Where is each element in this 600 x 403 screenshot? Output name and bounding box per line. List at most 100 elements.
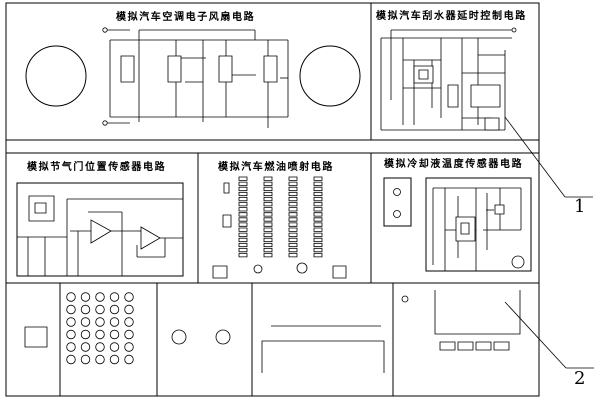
injector-terminal (289, 203, 297, 206)
coolant-temp-circuit-section: 模拟冷却液温度传感器电路 (384, 157, 531, 271)
terminal-socket (96, 293, 105, 302)
injector-terminal (314, 213, 322, 216)
terminal-socket (67, 293, 76, 302)
injector-terminal (239, 182, 247, 185)
terminal-socket (96, 318, 105, 327)
injector-terminal (289, 177, 297, 180)
terminal-socket (110, 318, 119, 327)
injector-terminal (264, 203, 272, 206)
injector-terminal (264, 223, 272, 226)
bottom-right-connector-row (440, 342, 509, 350)
callout-1-leader (505, 117, 565, 197)
injector-terminal (264, 233, 272, 236)
injector-terminal (289, 254, 297, 257)
fuel-injection-circuit-section: 模拟汽车燃油喷射电路 (213, 160, 346, 278)
fan-left-circle (26, 46, 86, 106)
terminal-socket (81, 318, 90, 327)
injector-terminal (314, 203, 322, 206)
injector-terminal (264, 238, 272, 241)
terminal-socket (125, 343, 134, 352)
terminal-socket (110, 293, 119, 302)
injector-terminal (264, 187, 272, 190)
injector-terminal (314, 238, 322, 241)
callout-2: 2 (505, 302, 594, 389)
ac-fan-circuit-title: 模拟汽车空调电子风扇电路 (116, 10, 255, 23)
injector-connector-small (224, 183, 229, 193)
wiper-delay-circuit-title: 模拟汽车刮水器延时控制电路 (376, 9, 527, 22)
injector-terminal (264, 218, 272, 221)
wiper-delay-circuit-section: 模拟汽车刮水器延时控制电路 (376, 9, 527, 130)
terminal-socket (125, 293, 134, 302)
fan-right-circle (300, 46, 360, 106)
coolant-circuit-wiring (433, 188, 524, 271)
terminal-socket (110, 330, 119, 339)
injector-relay-right (333, 266, 346, 278)
wiper-circuit-wiring (381, 28, 516, 130)
injector-terminal (314, 248, 322, 251)
injector-terminal (314, 218, 322, 221)
bottom-knob-right (216, 330, 230, 344)
terminal-socket (125, 355, 134, 364)
injector-terminal (264, 254, 272, 257)
callout-1-label: 1 (574, 196, 585, 217)
injector-terminal (239, 187, 247, 190)
fuel-injection-circuit-title: 模拟汽车燃油喷射电路 (218, 160, 334, 173)
injector-indicator-large (297, 263, 307, 273)
injector-terminal (314, 192, 322, 195)
terminal-socket (81, 330, 90, 339)
terminal-socket (81, 343, 90, 352)
injector-terminal (264, 177, 272, 180)
connector-block (458, 342, 473, 350)
terminal-socket (96, 330, 105, 339)
terminal-socket (81, 355, 90, 364)
bottom-center-bracket (262, 341, 384, 373)
terminal-socket (67, 330, 76, 339)
injector-terminal (289, 238, 297, 241)
injector-terminal (314, 228, 322, 231)
injector-terminal (314, 243, 322, 246)
terminal-socket (96, 343, 105, 352)
terminal-socket (67, 343, 76, 352)
terminal-socket (96, 355, 105, 364)
injector-terminal (239, 218, 247, 221)
injector-terminal (289, 243, 297, 246)
injector-terminal (239, 238, 247, 241)
coolant-temp-circuit-title: 模拟冷却液温度传感器电路 (384, 157, 523, 170)
fan-circuit-wiring (103, 28, 288, 128)
injector-terminal (314, 187, 322, 190)
injector-terminal (289, 213, 297, 216)
injector-terminal (264, 182, 272, 185)
injector-terminal (314, 208, 322, 211)
injector-terminal (239, 213, 247, 216)
injector-terminal (289, 223, 297, 226)
terminal-socket (81, 305, 90, 314)
injector-terminal (289, 218, 297, 221)
injector-terminal (264, 213, 272, 216)
injector-indicator-small (254, 265, 262, 273)
throttle-position-circuit-title: 模拟节气门位置传感器电路 (27, 160, 166, 173)
panel-frame (6, 3, 539, 396)
injector-terminal (289, 228, 297, 231)
injector-terminal (289, 248, 297, 251)
injector-relay-left (213, 266, 227, 278)
injector-terminal (314, 254, 322, 257)
injector-terminal (289, 233, 297, 236)
injector-terminal (264, 243, 272, 246)
injector-terminal (239, 254, 247, 257)
injector-terminal (314, 223, 322, 226)
injector-terminal (239, 208, 247, 211)
injector-terminal (314, 182, 322, 185)
terminal-socket (110, 355, 119, 364)
terminal-socket (96, 305, 105, 314)
injector-terminal-columns (239, 177, 322, 257)
injector-terminal (239, 197, 247, 200)
terminal-socket (125, 305, 134, 314)
injector-terminal (239, 177, 247, 180)
injector-terminal (264, 192, 272, 195)
coolant-circuit-board (426, 178, 531, 271)
bottom-right-indicator (402, 296, 408, 302)
throttle-circuit-board (17, 183, 183, 276)
injector-terminal (264, 208, 272, 211)
injector-terminal (264, 248, 272, 251)
terminal-socket (67, 355, 76, 364)
